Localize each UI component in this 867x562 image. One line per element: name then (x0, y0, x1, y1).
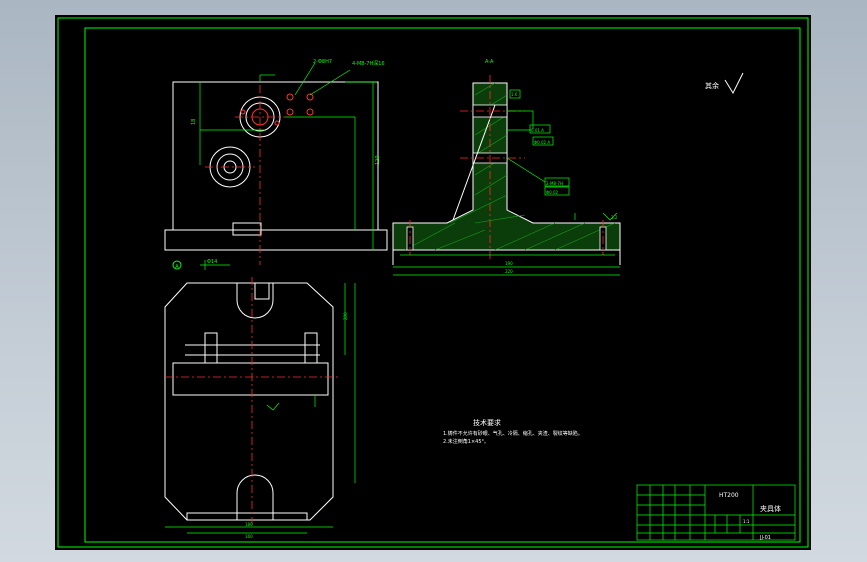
dim-plan-width: 180 (245, 522, 253, 527)
callout-g: 2-M8-7H (546, 181, 563, 186)
dim-plan-depth: 200 (343, 312, 348, 320)
dim-top-width: 160 (245, 534, 253, 539)
plan-view-centerlines (165, 277, 340, 527)
front-view-centerlines (205, 85, 285, 265)
callout-h: 1.6 (511, 92, 518, 97)
callout-f: Φ0.02 A (534, 140, 550, 145)
inner-border (84, 27, 801, 543)
drawing-canvas[interactable]: A 2-Φ8H7 4-M8-7H深16 120 18 Φ14 A-A (55, 15, 811, 550)
title-drawing-no: JJ-01 (759, 535, 771, 541)
dim-slot: 18 (191, 119, 197, 125)
tech-line-1: 1.铸件不允许有砂眼、气孔、冷隔、缩孔、夹渣、裂纹等缺陷。 (443, 430, 583, 437)
callout-i: 3.2 (611, 215, 618, 220)
datum-circle (172, 260, 182, 270)
front-view (164, 81, 388, 251)
section-view-callouts (393, 89, 620, 276)
roughness-symbol (724, 72, 744, 95)
plan-view (164, 282, 334, 521)
dim-height: 120 (375, 155, 381, 165)
tech-line-2: 2.未注倒角1×45°。 (443, 438, 489, 445)
title-material: HT200 (719, 492, 739, 499)
cad-drawing: A 2-Φ8H7 4-M8-7H深16 120 18 Φ14 A-A (57, 17, 809, 548)
roughness-note: 其余 (705, 81, 719, 90)
dim-base: 190 (505, 261, 513, 266)
callout-b: 4-M8-7H深16 (352, 60, 385, 67)
outer-border (57, 17, 809, 548)
title-scale: 1:1 (743, 519, 750, 524)
dim-total: 220 (505, 269, 513, 274)
tech-requirements: 技术要求 1.铸件不允许有砂眼、气孔、冷隔、缩孔、夹渣、裂纹等缺陷。 2.未注倒… (443, 418, 583, 445)
plan-view-dims (165, 283, 356, 534)
datum-label: A (175, 264, 179, 270)
callout-c: 2-Φ8H7 (313, 59, 332, 65)
callout-d: Φ0.02 (546, 190, 559, 195)
section-label: A-A (485, 59, 494, 65)
callout-e: 0.01 A (531, 128, 544, 133)
tech-title: 技术要求 (473, 418, 501, 427)
title-block (636, 484, 796, 541)
dim-hole: Φ14 (207, 259, 217, 265)
title-name: 夹具体 (760, 504, 781, 513)
front-view-dims (199, 62, 377, 270)
section-view (392, 82, 621, 265)
